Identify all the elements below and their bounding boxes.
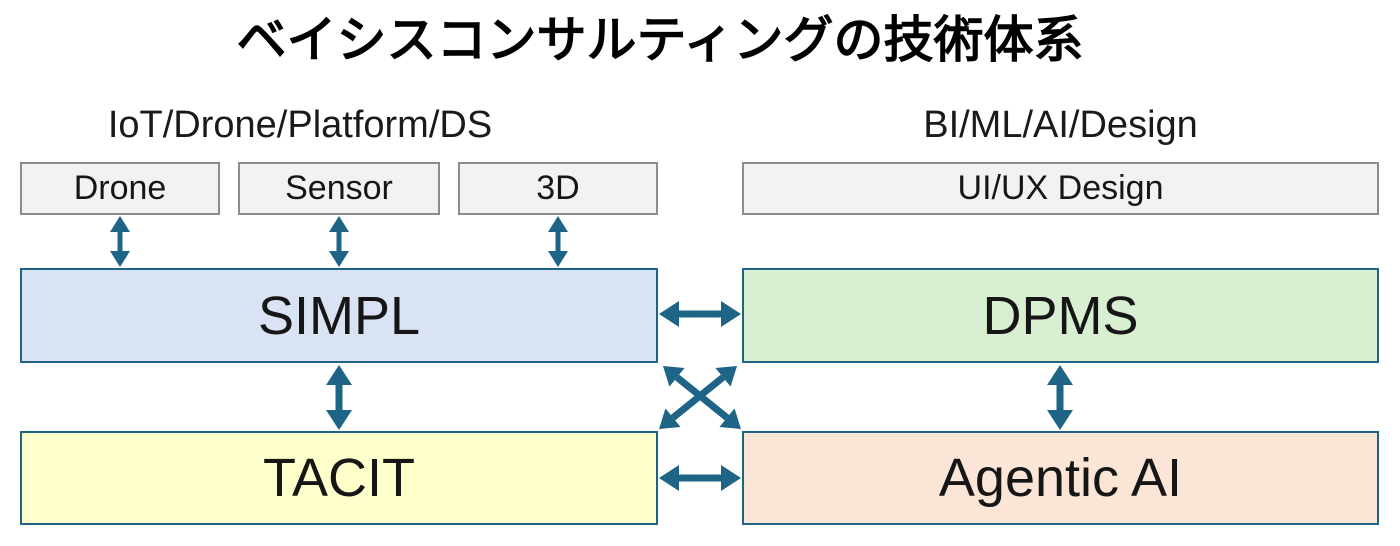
- module-box-drone: Drone: [20, 162, 220, 215]
- diagram-title: ベイシスコンサルティングの技術体系: [236, 12, 1084, 68]
- left-group-label: IoT/Drone/Platform/DS: [107, 104, 493, 146]
- arrow-dpms-tacit: [659, 366, 737, 429]
- right-group-label: BI/ML/AI/Design: [923, 104, 1198, 146]
- module-box-uiux-design: UI/UX Design: [742, 162, 1379, 215]
- arrow-drone-simpl: [110, 216, 130, 267]
- platform-box-agentic-ai: Agentic AI: [742, 431, 1379, 525]
- platform-box-dpms: DPMS: [742, 268, 1379, 363]
- module-box-3d: 3D: [458, 162, 658, 215]
- arrow-dpms-agentic-ai: [1047, 365, 1073, 430]
- arrow-simpl-dpms: [659, 301, 741, 327]
- arrow-simpl-tacit: [326, 365, 352, 430]
- arrow-3d-simpl: [548, 216, 568, 267]
- platform-box-tacit: TACIT: [20, 431, 658, 525]
- module-box-sensor: Sensor: [238, 162, 440, 215]
- arrow-sensor-simpl: [329, 216, 349, 267]
- arrow-simpl-agentic-ai: [663, 366, 741, 429]
- arrow-tacit-agentic-ai: [659, 465, 741, 491]
- platform-box-simpl: SIMPL: [20, 268, 658, 363]
